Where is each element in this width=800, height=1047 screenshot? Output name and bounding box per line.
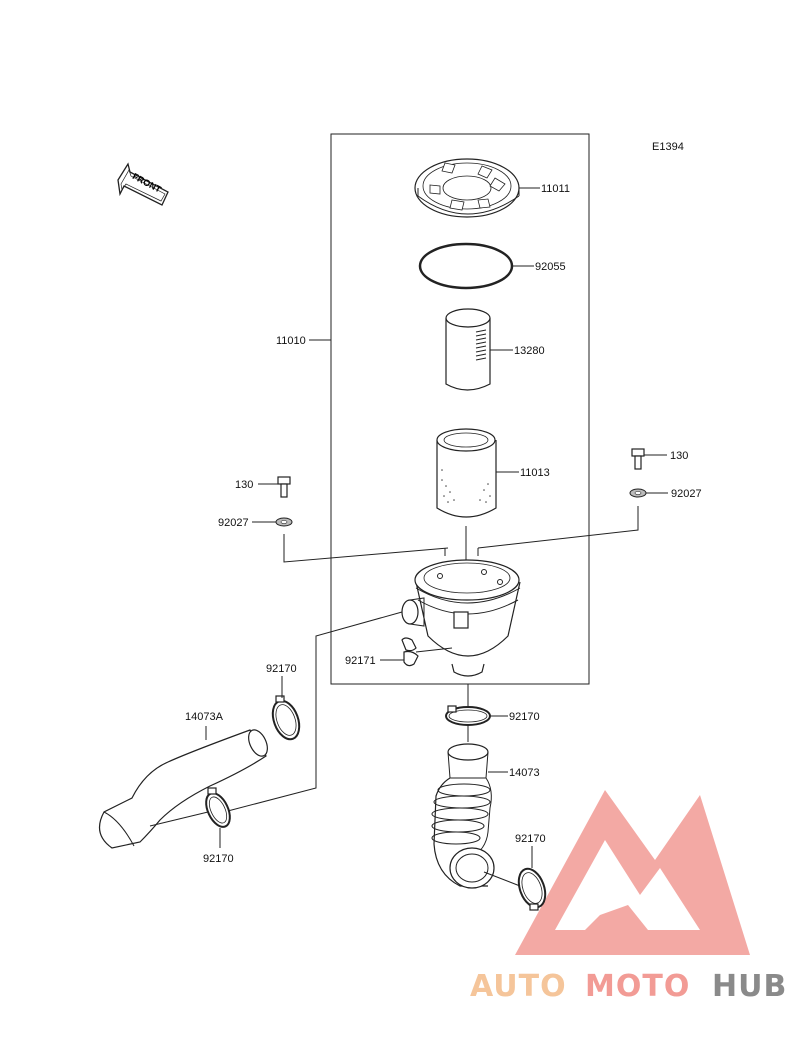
watermark-moto: MOTO (585, 969, 690, 1004)
label-92170-center: 92170 (509, 711, 540, 723)
bolt-130-right (631, 448, 645, 470)
label-92027-right: 92027 (671, 488, 702, 500)
label-14073A: 14073A (185, 711, 224, 723)
label-130-left: 130 (235, 479, 253, 491)
watermark-auto: AUTO (470, 969, 567, 1004)
label-14073: 14073 (509, 767, 540, 779)
label-92170-upper-left: 92170 (266, 663, 297, 675)
element-11013 (436, 428, 497, 518)
label-92027-left: 92027 (218, 517, 249, 529)
duct-14073 (431, 743, 495, 889)
label-11011: 11011 (541, 183, 570, 195)
diagram-code: E1394 (652, 141, 684, 153)
washer-92027-right (629, 488, 647, 498)
clamp-92170-center (445, 705, 491, 726)
hose-14073A (98, 729, 268, 849)
label-92170-lower-right: 92170 (515, 833, 546, 845)
clamp-92170-upper-left (271, 695, 301, 741)
bolt-130-left (277, 476, 291, 498)
clip-92171 (401, 637, 419, 667)
label-130-right: 130 (670, 450, 688, 462)
cover-11011 (414, 158, 520, 218)
o-ring-92055 (418, 242, 514, 290)
clamp-92170-lower-left (205, 787, 231, 828)
air-cleaner-housing (401, 559, 521, 677)
label-92055: 92055 (535, 261, 566, 273)
clamp-92170-lower-right (517, 867, 547, 911)
washer-92027-left (275, 517, 293, 527)
label-13280: 13280 (514, 345, 545, 357)
label-92171: 92171 (345, 655, 376, 667)
label-11010: 11010 (276, 335, 306, 347)
watermark-logo (515, 790, 750, 955)
filter-13280 (445, 308, 491, 391)
front-arrow-icon: FRONT (117, 162, 169, 206)
watermark-hub: HUB (712, 969, 787, 1004)
assembly-bracket (330, 133, 590, 685)
label-92170-lower-left: 92170 (203, 853, 234, 865)
label-11013: 11013 (520, 467, 550, 479)
